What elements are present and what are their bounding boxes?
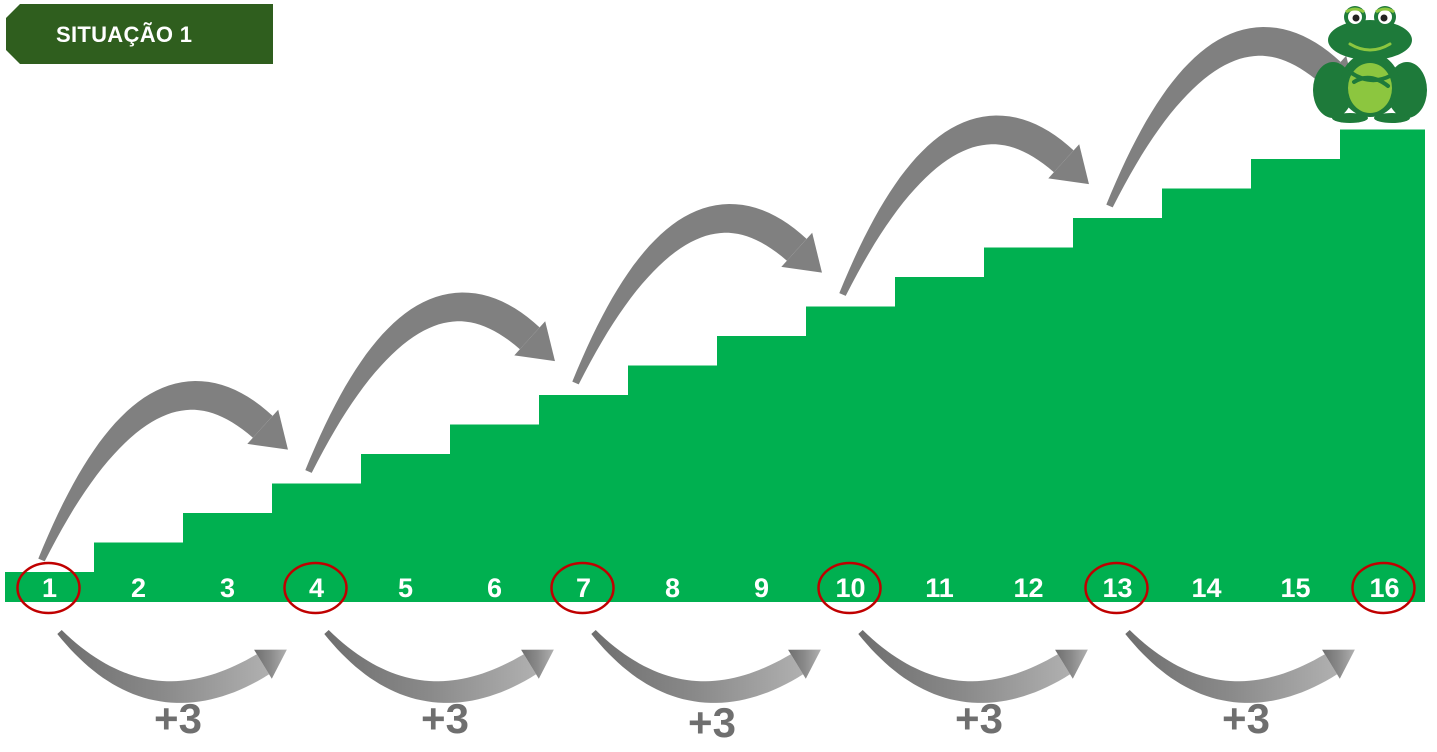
stair-step [183, 513, 273, 602]
stair-step [1073, 218, 1163, 602]
stair-step [1251, 159, 1341, 602]
lower-jump-arrow [324, 630, 537, 703]
stair-step [1340, 129, 1425, 602]
step-circle [1084, 561, 1149, 615]
lower-jump-arrow [1125, 630, 1338, 703]
jump-label: +3 [1222, 695, 1270, 742]
step-circle [550, 561, 615, 615]
jump-label: +3 [154, 695, 202, 742]
stair-step [717, 336, 807, 602]
lower-jump-arrows: +3 +3 +3 +3 +3 [57, 630, 1355, 746]
step-number: 12 [1013, 573, 1043, 603]
upper-jump-arrow [38, 381, 273, 562]
upper-jump-arrows [38, 27, 1356, 562]
upper-jump-arrow-head [247, 409, 288, 450]
step-circle [283, 561, 348, 615]
lower-jump-arrow-head [521, 649, 554, 679]
step-number: 9 [754, 573, 769, 603]
stair-step [895, 277, 985, 602]
step-circle [817, 561, 882, 615]
lower-jump-arrow-head [1055, 649, 1088, 679]
step-number: 4 [309, 573, 324, 603]
stair-step [1162, 188, 1252, 602]
staircase [5, 129, 1425, 602]
page-title: SITUAÇÃO 1 [56, 22, 193, 47]
stair-step [450, 424, 540, 602]
stair-step [539, 395, 629, 602]
step-circle [1351, 561, 1416, 615]
step-number: 14 [1191, 573, 1221, 603]
lower-jump-arrow [57, 630, 270, 703]
jump-label: +3 [688, 699, 736, 746]
step-number: 11 [925, 573, 954, 603]
lower-jump-arrow-head [1322, 649, 1355, 679]
lower-jump-arrow-head [254, 649, 287, 679]
upper-jump-arrow-head [781, 232, 822, 273]
lower-jump-arrow [591, 630, 804, 703]
upper-jump-arrow [1106, 27, 1341, 208]
step-number: 16 [1369, 573, 1399, 603]
frog-icon [1313, 6, 1427, 123]
upper-jump-arrow [572, 204, 807, 385]
stair-step [94, 542, 184, 602]
title-banner: SITUAÇÃO 1 [6, 4, 273, 64]
stair-step [984, 247, 1074, 602]
lower-jump-arrow-head [788, 649, 821, 679]
upper-jump-arrow-head [514, 321, 555, 362]
step-number: 3 [220, 573, 235, 603]
stair-step [628, 365, 718, 602]
step-number: 15 [1280, 573, 1310, 603]
stair-step [806, 306, 896, 602]
step-number: 6 [487, 573, 502, 603]
upper-jump-arrow-head [1048, 144, 1089, 185]
step-number: 5 [398, 573, 413, 603]
stair-step [361, 454, 451, 602]
step-number: 2 [131, 573, 146, 603]
step-number: 1 [42, 573, 57, 603]
step-circle [16, 561, 81, 615]
step-number: 8 [665, 573, 680, 603]
step-number: 10 [835, 573, 865, 603]
lower-jump-arrow [858, 630, 1071, 703]
upper-jump-arrow [305, 292, 540, 473]
step-number: 13 [1102, 573, 1132, 603]
step-number: 7 [576, 573, 591, 603]
jump-label: +3 [421, 695, 469, 742]
jump-label: +3 [955, 695, 1003, 742]
upper-jump-arrow [839, 115, 1074, 296]
